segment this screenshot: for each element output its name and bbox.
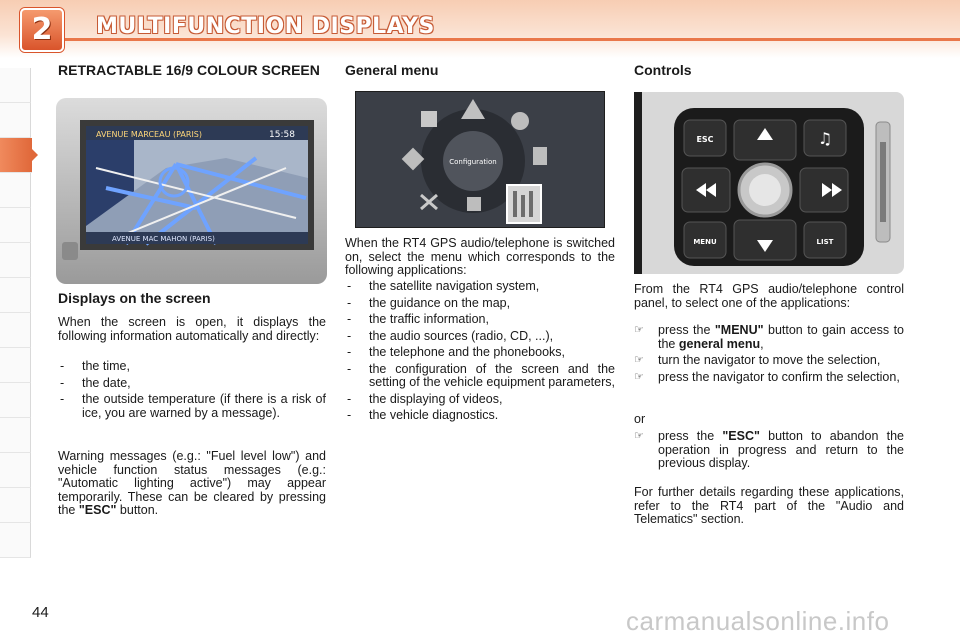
general-menu-photo: Configuration <box>355 91 605 228</box>
list-item: -the configuration of the screen and the… <box>347 361 615 389</box>
col3-steps: ☞press the "MENU" button to gain access … <box>634 323 904 387</box>
page-header: 2 MULTIFUNCTION DISPLAYS <box>0 0 960 58</box>
esc-button-label: ESC <box>696 135 713 144</box>
list-item: -the date, <box>60 375 131 390</box>
list-item: -the audio sources (radio, CD, ...), <box>347 328 554 343</box>
section-subheading-displays: Displays on the screen <box>58 290 211 306</box>
chapter-tab[interactable] <box>0 453 31 488</box>
col3-further: For further details regarding these appl… <box>634 485 904 526</box>
screen-street-bottom: AVENUE MAC MAHON (PARIS) <box>112 235 215 243</box>
col1-intro: When the screen is open, it displays the… <box>58 315 326 343</box>
section-heading-screen: RETRACTABLE 16/9 COLOUR SCREEN <box>58 62 320 78</box>
screen-time: 15:58 <box>269 130 295 140</box>
page-title: MULTIFUNCTION DISPLAYS <box>96 14 435 39</box>
general-menu-illustration: Configuration <box>355 91 605 228</box>
list-item: -the traffic information, <box>347 312 489 326</box>
list-button-label: LIST <box>817 238 834 246</box>
chapter-badge: 2 <box>20 8 64 52</box>
pointing-hand-icon: ☞ <box>634 354 644 366</box>
chapter-tab[interactable] <box>0 523 31 558</box>
chapter-tab[interactable] <box>0 348 31 383</box>
controls-illustration: ESC MENU LIST ♫ <box>634 92 904 274</box>
chapter-tab[interactable] <box>0 68 31 103</box>
chapter-tab[interactable] <box>0 278 31 313</box>
col1-list: -the time, -the date, -the outside tempe… <box>58 359 326 423</box>
list-item: -the guidance on the map, <box>347 295 511 310</box>
chapter-tab[interactable] <box>0 103 31 138</box>
menu-button-label: MENU <box>693 238 717 246</box>
list-item: -the displaying of videos, <box>347 391 503 406</box>
chapter-tab[interactable] <box>0 418 31 453</box>
chapter-tab[interactable] <box>0 313 31 348</box>
menu-center-label: Configuration <box>449 158 496 166</box>
section-heading-controls: Controls <box>634 62 692 78</box>
chapter-tab[interactable] <box>0 208 31 243</box>
chapter-number: 2 <box>31 12 53 47</box>
screen-street-top: AVENUE MARCEAU (PARIS) <box>96 130 202 139</box>
chapter-tab[interactable] <box>0 173 31 208</box>
controls-photo: ESC MENU LIST ♫ <box>634 92 904 274</box>
col2-intro: When the RT4 GPS audio/telephone is swit… <box>345 236 615 277</box>
list-item: ☞turn the navigator to move the selectio… <box>634 353 881 367</box>
list-item: -the vehicle diagnostics. <box>347 408 499 422</box>
list-item: -the telephone and the phonebooks, <box>347 345 566 359</box>
list-item: -the time, <box>60 359 130 373</box>
pointing-hand-icon: ☞ <box>634 370 644 383</box>
header-rule <box>60 38 960 41</box>
page-number: 44 <box>32 604 49 621</box>
list-item: ☞press the "MENU" button to gain access … <box>634 323 904 351</box>
col3-or: or <box>634 412 646 426</box>
list-item: -the satellite navigation system, <box>347 279 540 293</box>
screen-illustration: AVENUE MARCEAU (PARIS) 15:58 AVENUE MAC … <box>56 98 327 284</box>
col2-list: -the satellite navigation system, -the g… <box>345 279 615 426</box>
list-item: -the outside temperature (if there is a … <box>60 392 326 420</box>
chapter-tab-active[interactable] <box>0 138 38 173</box>
pointing-hand-icon: ☞ <box>634 430 644 442</box>
col3-steps-alt: ☞press the "ESC" button to abandon the o… <box>634 429 904 474</box>
svg-text:♫: ♫ <box>818 129 832 148</box>
list-item: ☞press the navigator to confirm the sele… <box>634 369 900 384</box>
list-item: ☞press the "ESC" button to abandon the o… <box>634 429 904 470</box>
chapter-tab[interactable] <box>0 243 31 278</box>
section-heading-general-menu: General menu <box>345 62 439 78</box>
pointing-hand-icon: ☞ <box>634 324 644 336</box>
chapter-tabs <box>0 68 38 558</box>
col1-warning: Warning messages (e.g.: "Fuel level low"… <box>58 449 326 517</box>
screen-photo: AVENUE MARCEAU (PARIS) 15:58 AVENUE MAC … <box>56 98 327 284</box>
watermark: carmanualsonline.info <box>626 606 890 636</box>
col3-intro: From the RT4 GPS audio/telephone control… <box>634 282 904 310</box>
chapter-tab[interactable] <box>0 488 31 523</box>
chapter-tab[interactable] <box>0 383 31 418</box>
